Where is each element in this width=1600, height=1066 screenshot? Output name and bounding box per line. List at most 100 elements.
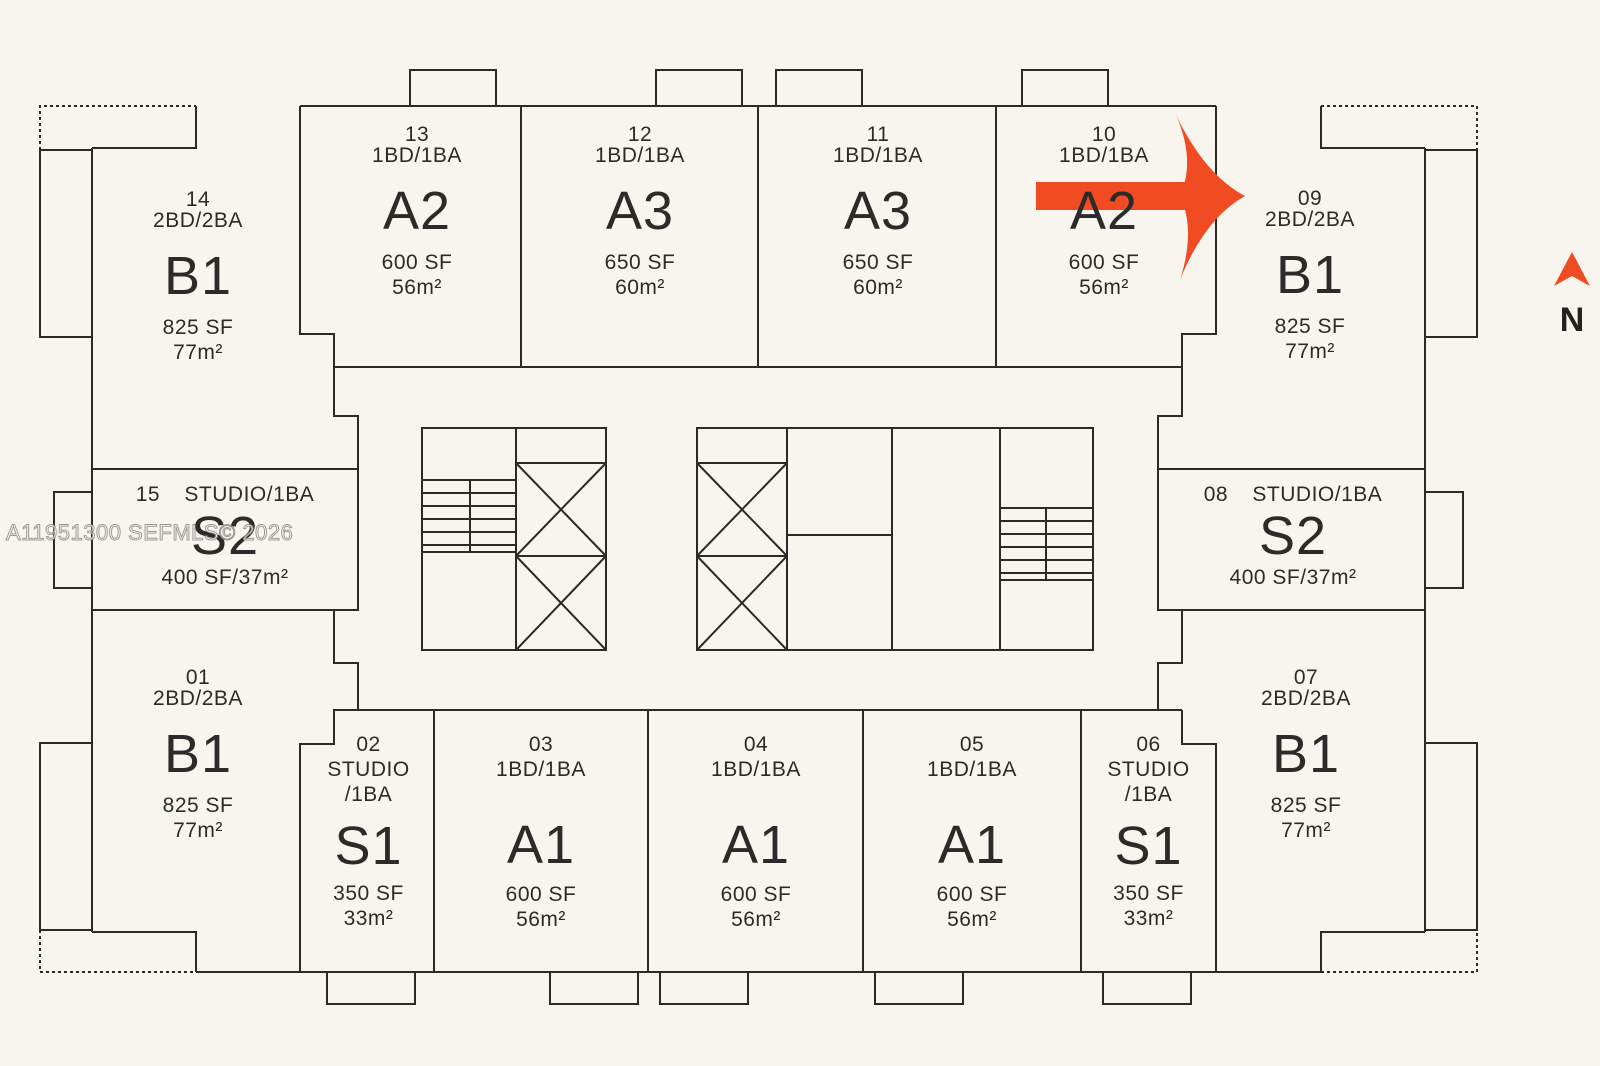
unit-plan: S1 — [1114, 816, 1183, 876]
watermark: A11951300 SEFMLS© 2026 — [5, 520, 294, 546]
terraces — [39, 105, 1478, 973]
unit-m2: 33m² — [343, 907, 394, 930]
stair-left — [422, 479, 516, 553]
core-right — [696, 427, 1094, 651]
unit-sf: 600 SF — [936, 883, 1008, 906]
unit-plan: A3 — [605, 181, 675, 241]
unit-m2: 56m² — [516, 908, 566, 931]
unit-plan: B1 — [163, 246, 233, 306]
unit-13: 13 1BD/1BA A2 600 SF 56m² — [317, 124, 517, 298]
unit-type: 2BD/2BA — [153, 687, 243, 710]
unit-14: 14 2BD/2BA B1 825 SF 77m² — [98, 189, 298, 363]
unit-sf: 825 SF — [162, 316, 234, 339]
unit-plan: A2 — [382, 181, 452, 241]
unit-plan: B1 — [163, 724, 233, 784]
unit-type-line2: /1BA — [344, 783, 393, 806]
unit-sf: 825 SF — [1274, 315, 1346, 338]
unit-number: 03 — [528, 733, 554, 756]
unit-m2: 56m² — [392, 276, 442, 299]
unit-type: 2BD/2BA — [1265, 208, 1355, 231]
unit-09: 09 2BD/2BA B1 825 SF 77m² — [1210, 188, 1410, 362]
terrace-edges — [92, 106, 1425, 973]
unit-number: 10 — [1091, 123, 1117, 146]
unit-type: 1BD/1BA — [711, 758, 801, 781]
unit-number: 12 — [627, 123, 653, 146]
unit-15: 15 STUDIO/1BA S2 400 SF/37m² — [100, 484, 350, 588]
balconies-bottom — [326, 971, 1192, 1005]
unit-sf: 650 SF — [842, 251, 914, 274]
unit-number: 13 — [404, 123, 430, 146]
unit-type: 1BD/1BA — [927, 758, 1017, 781]
balconies-side — [39, 149, 1478, 931]
unit-plan: A1 — [721, 815, 791, 875]
unit-sf: 825 SF — [1270, 794, 1342, 817]
unit-11: 11 1BD/1BA A3 650 SF 60m² — [778, 124, 978, 298]
north-arrow-glyph — [1554, 252, 1590, 286]
unit-sf: 825 SF — [162, 794, 234, 817]
unit-number: 04 — [743, 733, 769, 756]
unit-02: 02 STUDIO /1BA S1 350 SF 33m² — [305, 734, 432, 929]
unit-plan: A3 — [843, 181, 913, 241]
unit-06: 06 STUDIO /1BA S1 350 SF 33m² — [1085, 734, 1212, 929]
balconies-top — [409, 69, 1109, 107]
unit-header: 15 STUDIO/1BA — [135, 483, 315, 506]
unit-12: 12 1BD/1BA A3 650 SF 60m² — [540, 124, 740, 298]
unit-m2: 60m² — [615, 276, 665, 299]
unit-number: 05 — [959, 733, 985, 756]
unit-type: 2BD/2BA — [1261, 687, 1351, 710]
unit-type-line2: /1BA — [1124, 783, 1173, 806]
unit-type: 1BD/1BA — [496, 758, 586, 781]
unit-07: 07 2BD/2BA B1 825 SF 77m² — [1206, 667, 1406, 841]
unit-m2: 77m² — [1285, 340, 1335, 363]
red-arrow-icon — [1036, 115, 1245, 280]
unit-sf: 350 SF — [1113, 882, 1184, 905]
unit-plan: A2 — [1069, 181, 1139, 241]
unit-03: 03 1BD/1BA A1 600 SF 56m² — [441, 734, 641, 930]
unit-number: 07 — [1293, 666, 1319, 689]
unit-m2: 77m² — [173, 341, 223, 364]
outer-walls — [91, 105, 1426, 972]
unit-type: 2BD/2BA — [153, 209, 243, 232]
unit-number: 14 — [185, 188, 211, 211]
unit-number: 06 — [1136, 733, 1161, 756]
unit-m2: 60m² — [853, 276, 903, 299]
unit-type: 1BD/1BA — [372, 144, 462, 167]
unit-m2: 56m² — [1079, 276, 1129, 299]
north-label: N — [1559, 301, 1585, 339]
unit-number: 01 — [185, 666, 211, 689]
unit-size: 400 SF/37m² — [161, 566, 289, 589]
unit-m2: 56m² — [731, 908, 781, 931]
unit-type: STUDIO — [1107, 758, 1190, 781]
unit-plan: S1 — [334, 816, 403, 876]
north-arrow-icon: N — [1550, 250, 1594, 340]
unit-size: 400 SF/37m² — [1229, 566, 1357, 589]
unit-number: 02 — [356, 733, 381, 756]
stair-right — [1000, 507, 1093, 581]
unit-sf: 650 SF — [604, 251, 676, 274]
unit-header: 08 STUDIO/1BA — [1203, 483, 1383, 506]
unit-number: 09 — [1297, 187, 1323, 210]
unit-number: 11 — [866, 123, 890, 146]
unit-type: 1BD/1BA — [833, 144, 923, 167]
core-left — [421, 427, 607, 651]
unit-10: 10 1BD/1BA A2 600 SF 56m² — [1004, 124, 1204, 298]
unit-type: 1BD/1BA — [1059, 144, 1149, 167]
unit-plan: A1 — [937, 815, 1007, 875]
unit-sf: 350 SF — [333, 882, 404, 905]
unit-plan: B1 — [1271, 724, 1341, 784]
unit-01: 01 2BD/2BA B1 825 SF 77m² — [98, 667, 298, 841]
unit-plan: B1 — [1275, 245, 1345, 305]
unit-sf: 600 SF — [720, 883, 792, 906]
unit-type: STUDIO — [327, 758, 410, 781]
unit-sf: 600 SF — [1068, 251, 1140, 274]
unit-m2: 33m² — [1123, 907, 1174, 930]
unit-plan: A1 — [506, 815, 576, 875]
unit-sf: 600 SF — [505, 883, 577, 906]
unit-08: 08 STUDIO/1BA S2 400 SF/37m² — [1168, 484, 1418, 588]
unit-type: 1BD/1BA — [595, 144, 685, 167]
unit-sf: 600 SF — [381, 251, 453, 274]
unit-05: 05 1BD/1BA A1 600 SF 56m² — [872, 734, 1072, 930]
unit-m2: 77m² — [1281, 819, 1331, 842]
unit-04: 04 1BD/1BA A1 600 SF 56m² — [656, 734, 856, 930]
